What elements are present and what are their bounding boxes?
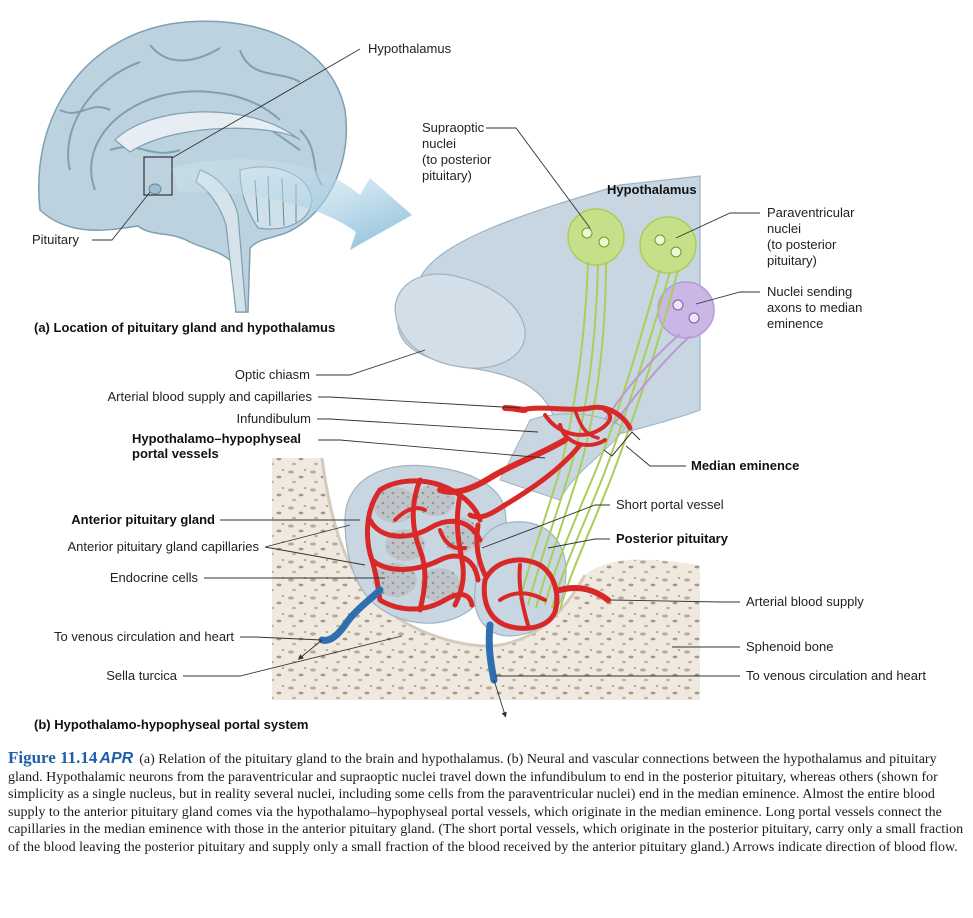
label-posterior-pituitary: Posterior pituitary: [616, 531, 729, 546]
pituitary-inset-box: [143, 156, 173, 196]
panel-a-title: (a) Location of pituitary gland and hypo…: [34, 320, 335, 335]
label-supraoptic: Supraoptic nuclei (to posterior pituitar…: [422, 120, 495, 183]
corpus-callosum: [114, 111, 301, 153]
label-short-portal: Short portal vessel: [616, 497, 724, 512]
brain-illustration: [38, 20, 412, 313]
panel-a-labels: Hypothalamus Pituitary (a) Location of p…: [32, 41, 452, 335]
optic-chiasm-lobe: [394, 273, 526, 369]
label-hypothalamus-a: Hypothalamus: [368, 41, 452, 56]
pituitary-small: [148, 183, 162, 195]
posterior-capillaries: [481, 557, 560, 631]
paraventricular-nucleus: [639, 216, 697, 274]
label-arterial-capillaries: Arterial blood supply and capillaries: [107, 389, 312, 404]
label-nuclei-median: Nuclei sending axons to median eminence: [767, 284, 866, 331]
panel-b-title: (b) Hypothalamo-hypophyseal portal syste…: [34, 717, 309, 732]
label-pituitary: Pituitary: [32, 232, 79, 247]
label-sphenoid: Sphenoid bone: [746, 639, 833, 654]
apr-badge: APR: [99, 750, 134, 767]
median-eminence-bracket: [603, 431, 641, 457]
label-infundibulum: Infundibulum: [237, 411, 311, 426]
figure-number: Figure 11.14: [8, 748, 98, 767]
label-venous-left: To venous circulation and heart: [54, 629, 234, 644]
label-sella-turcica: Sella turcica: [106, 668, 178, 683]
label-paraventricular: Paraventricular nuclei (to posterior pit…: [767, 205, 858, 268]
sphenoid-bone: [272, 458, 700, 700]
label-median-eminence: Median eminence: [691, 458, 799, 473]
zoom-arrow: [172, 159, 412, 250]
label-anterior-pituitary: Anterior pituitary gland: [71, 512, 215, 527]
median-eminence-capillaries: [517, 404, 633, 447]
anterior-capillary-network: [365, 477, 483, 613]
panel-b-labels: Supraoptic nuclei (to posterior pituitar…: [34, 120, 926, 732]
arterial-supply-vessel: [557, 585, 611, 603]
portal-illustration: [272, 175, 715, 718]
label-optic-chiasm: Optic chiasm: [235, 367, 310, 382]
label-venous-right: To venous circulation and heart: [746, 668, 926, 683]
short-portal-vessel: [474, 522, 488, 578]
vein-left: [318, 586, 384, 644]
label-portal-vessels: Hypothalamo–hypophyseal portal vessels: [132, 431, 305, 461]
caption-text: (a) Relation of the pituitary gland to t…: [8, 752, 964, 855]
label-arterial-supply: Arterial blood supply: [746, 594, 864, 609]
arterial-capillary-inflow: [502, 405, 528, 413]
label-hypothalamus-b: Hypothalamus: [607, 182, 697, 197]
label-endocrine-cells: Endocrine cells: [110, 570, 199, 585]
label-anterior-capillaries: Anterior pituitary gland capillaries: [68, 539, 260, 554]
vein-right: [485, 621, 498, 684]
supraoptic-nucleus: [567, 208, 625, 266]
